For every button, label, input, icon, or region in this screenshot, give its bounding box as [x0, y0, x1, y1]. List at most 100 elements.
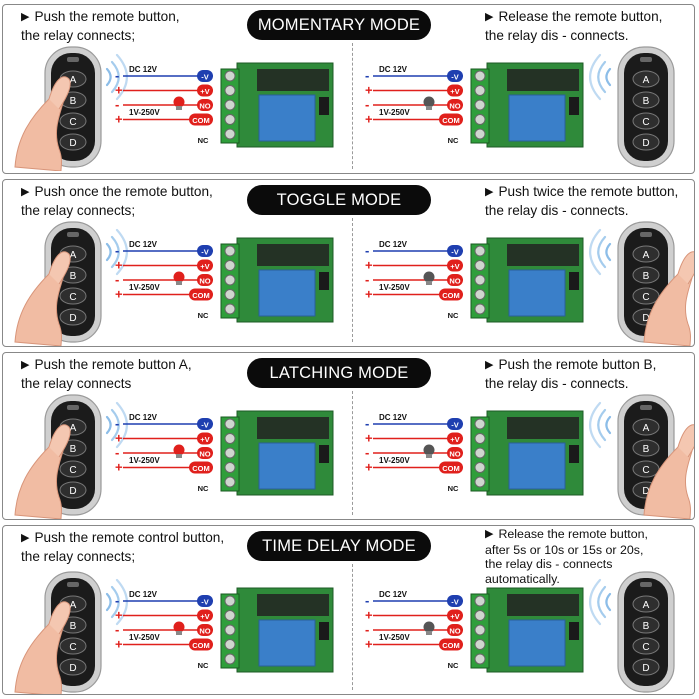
voltage-label: 1V-250V — [129, 283, 160, 292]
terminal-tag: +V — [200, 612, 209, 621]
signal-waves-icon — [589, 53, 612, 101]
left-text-1: Push the remote control button, — [34, 530, 225, 545]
polarity-sign: - — [115, 272, 119, 287]
remote-button-label: A — [70, 250, 77, 261]
terminal-tag: NO — [199, 102, 210, 111]
terminal-nc-label: NC — [198, 311, 209, 320]
screw-terminal-block — [220, 593, 240, 669]
polarity-sign: + — [365, 287, 373, 302]
remote-button-label: D — [642, 486, 649, 497]
screw-terminal-block — [220, 243, 240, 319]
polarity-sign: + — [365, 460, 373, 475]
terminal-tag: +V — [450, 612, 459, 621]
panel-divider — [352, 43, 353, 169]
terminal-tag: -V — [451, 421, 459, 430]
remote-button-label: D — [69, 486, 76, 497]
remote-button-label: C — [642, 292, 649, 303]
terminal-tag: COM — [442, 116, 460, 125]
polarity-sign: + — [365, 112, 373, 127]
relay-module-board — [486, 62, 584, 148]
screw-terminal-block — [470, 416, 490, 492]
screw-terminal-block — [470, 243, 490, 319]
polarity-sign: - — [365, 622, 369, 637]
voltage-label: DC 12V — [379, 413, 408, 422]
relay-module-board — [236, 237, 334, 323]
polarity-sign: + — [365, 258, 373, 273]
right-text-1: Push twice the remote button, — [498, 184, 679, 199]
right-text-2: after 5s or 10s or 15s or 20s, — [485, 542, 644, 557]
terminal-tag: +V — [200, 87, 209, 96]
signal-waves-icon — [589, 578, 612, 626]
left-text-2: the relay connects — [21, 376, 132, 391]
terminal-tag: COM — [192, 641, 210, 650]
remote-button-label: B — [643, 444, 650, 455]
right-description: ▶ Push the remote button B, the relay dis… — [485, 356, 691, 393]
remote-button-label: A — [70, 423, 77, 434]
remote-button-label: A — [70, 600, 77, 611]
right-text-3: the relay dis - connects — [485, 557, 613, 572]
mode-panel: TOGGLE MODE ▶Push once the remote button… — [2, 179, 695, 347]
polarity-sign: - — [365, 97, 369, 112]
polarity-sign: - — [365, 416, 369, 431]
remote-button-label: B — [70, 444, 77, 455]
terminal-tag: NO — [199, 277, 210, 286]
relay-module-board — [236, 587, 334, 673]
left-line-1: ▶Push the remote control button, — [21, 529, 261, 548]
polarity-sign: - — [365, 272, 369, 287]
terminal-nc-label: NC — [198, 136, 209, 145]
signal-waves-icon — [105, 53, 128, 101]
polarity-sign: + — [115, 608, 123, 623]
left-description: ▶Push the remote button A, the relay con… — [21, 356, 261, 393]
polarity-sign: + — [115, 83, 123, 98]
right-line-1: ▶Release the remote button, — [485, 8, 691, 27]
left-description: ▶Push the remote control button, the rel… — [21, 529, 261, 566]
left-text-2: the relay connects; — [21, 549, 136, 564]
remote-button-label: B — [643, 621, 650, 632]
terminal-tag: -V — [201, 598, 209, 607]
right-line-1: ▶ Push twice the remote button, — [485, 183, 691, 202]
mode-panel: TIME DELAY MODE ▶Push the remote control… — [2, 525, 695, 695]
left-text-2: the relay connects; — [21, 203, 136, 218]
terminal-tag: NO — [199, 627, 210, 636]
right-description: ▶Release the remote button, after 5s or … — [485, 527, 691, 586]
polarity-sign: - — [365, 593, 369, 608]
polarity-sign: + — [365, 608, 373, 623]
terminal-tag: -V — [451, 248, 459, 257]
pressing-hand-icon — [14, 76, 71, 171]
signal-waves-icon — [105, 401, 128, 449]
lamp-off-icon — [423, 96, 435, 110]
left-description: ▶Push the remote button, the relay conne… — [21, 8, 261, 45]
bullet-arrow-icon: ▶ — [21, 11, 30, 23]
screw-terminal-block — [470, 593, 490, 669]
mode-panel: LATCHING MODE ▶Push the remote button A,… — [2, 352, 695, 520]
right-text-2: the relay dis - connects. — [485, 376, 629, 391]
remote-button-label: D — [642, 138, 649, 149]
pressing-hand-icon — [643, 424, 694, 519]
polarity-sign: - — [115, 622, 119, 637]
polarity-sign: - — [115, 68, 119, 83]
relay-module-board — [486, 410, 584, 496]
remote-button-label: B — [70, 96, 77, 107]
mode-panel: MOMENTARY MODE ▶Push the remote button, … — [2, 4, 695, 174]
polarity-sign: + — [115, 460, 123, 475]
terminal-tag: COM — [192, 116, 210, 125]
remote-button-label: C — [69, 642, 76, 653]
bullet-arrow-icon: ▶ — [485, 359, 494, 371]
terminal-tag: -V — [201, 421, 209, 430]
terminal-tag: NO — [449, 627, 460, 636]
lamp-off-icon — [423, 444, 435, 458]
voltage-label: 1V-250V — [129, 633, 160, 642]
remote-button-label: C — [69, 292, 76, 303]
polarity-sign: + — [115, 258, 123, 273]
polarity-sign: + — [115, 637, 123, 652]
lamp-on-icon — [173, 621, 185, 635]
remote-button-label: A — [643, 600, 650, 611]
left-text-1: Push the remote button, — [34, 9, 180, 24]
bullet-arrow-icon: ▶ — [485, 186, 494, 198]
terminal-nc-label: NC — [198, 661, 209, 670]
right-text-1: Push the remote button B, — [498, 357, 657, 372]
